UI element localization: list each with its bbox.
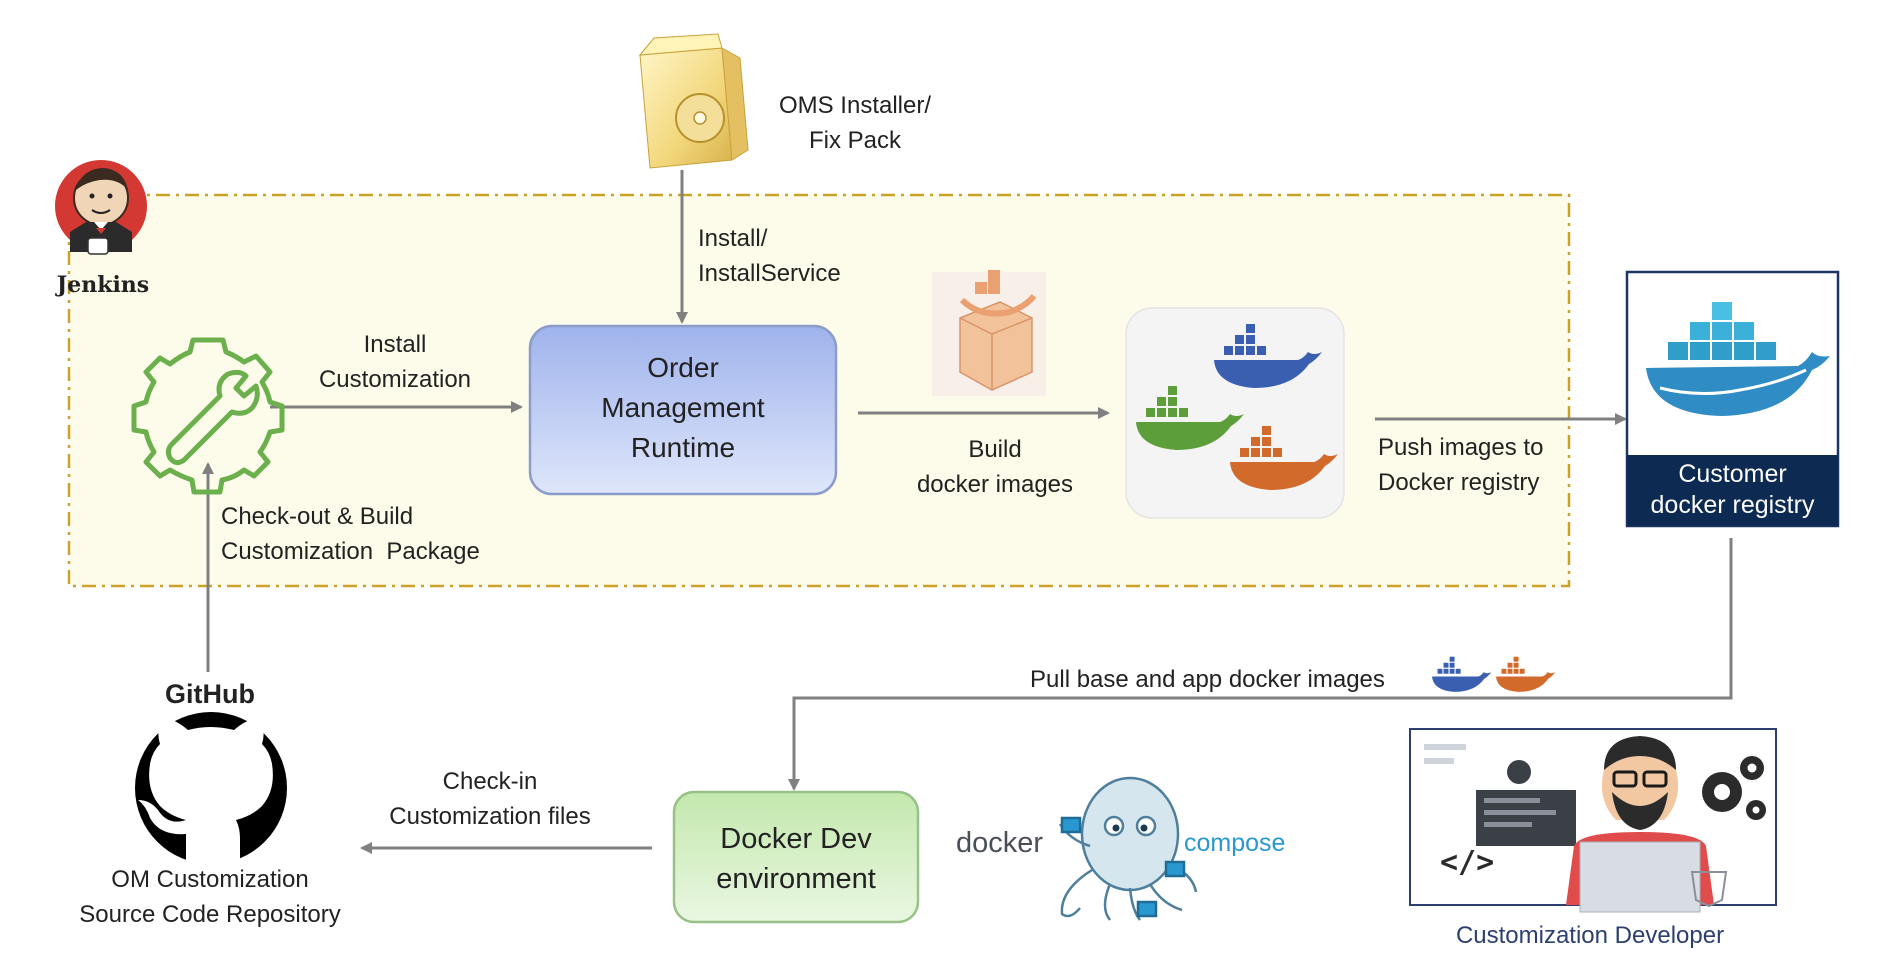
gear-wrench-icon [131, 337, 285, 495]
docker-compose-wordmark-left: docker [956, 827, 1044, 859]
customer-docker-registry-label: Customer docker registry [1650, 460, 1815, 519]
jenkins-label: Jenkins [56, 272, 150, 298]
registry-to-docker-dev-arrow [788, 538, 1733, 791]
install-customization-label: Install Customization [318, 331, 472, 393]
docker-images-box [1125, 307, 1345, 519]
docker-compose-wordmark-right: compose [1184, 829, 1286, 857]
pull-whale-orange-icon [1496, 656, 1556, 692]
order-management-runtime-label: Order Management Runtime [601, 352, 765, 463]
order-management-runtime-box [528, 324, 838, 496]
customization-developer-illustration: </> [1409, 728, 1777, 913]
customization-developer-label: Customization Developer [1455, 922, 1725, 949]
build-docker-images-label: Build docker images [916, 436, 1074, 498]
docker-build-icon [932, 270, 1046, 396]
docker-compose-octopus-icon [1058, 776, 1198, 921]
svg-text:</>: </> [1440, 845, 1494, 880]
checkout-build-label: Check-out & Build Customization Package [221, 503, 480, 565]
github-title: GitHub [165, 679, 255, 709]
docker-registry-whale-icon [1646, 302, 1830, 416]
om-customization-repo-label: OM Customization Source Code Repository [79, 866, 341, 928]
docker-dev-environment-box [672, 790, 920, 924]
jenkins-logo-icon [55, 160, 147, 255]
installer-label: OMS Installer/ Fix Pack [778, 92, 932, 154]
pull-images-label: Pull base and app docker images [1030, 666, 1385, 693]
github-logo-icon [135, 712, 287, 864]
pull-whale-blue-icon [1432, 656, 1492, 692]
docker-dev-environment-label: Docker Dev environment [716, 823, 876, 895]
customer-docker-registry-box [1625, 270, 1840, 528]
installer-box-icon [638, 33, 749, 169]
push-images-label: Push images to Docker registry [1378, 434, 1544, 496]
checkin-label: Check-in Customization files [389, 768, 591, 830]
install-service-label: Install/ InstallService [698, 225, 841, 287]
